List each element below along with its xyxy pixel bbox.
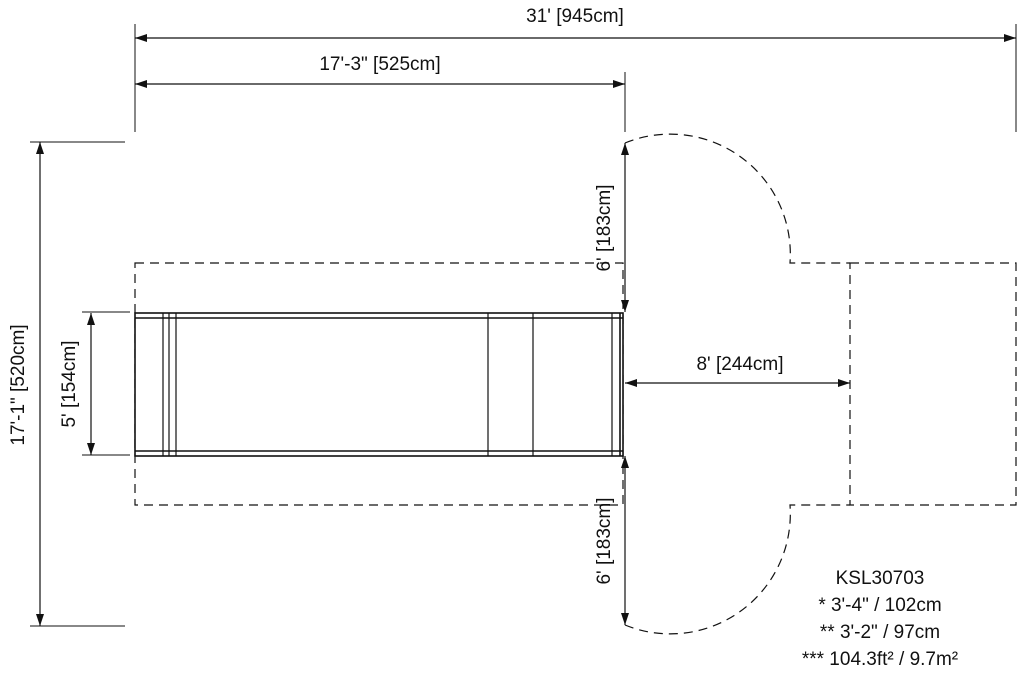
note-3: *** 104.3ft² / 9.7m² (802, 649, 958, 670)
extension-lines (30, 24, 1017, 627)
dimension-aisle-width: 8' [244cm] (625, 354, 850, 387)
machine-width-label: 5' [154cm] (59, 340, 80, 427)
dimension-machine-length: 17'-3" [525cm] (135, 54, 625, 88)
aisle-width-label: 8' [244cm] (696, 354, 783, 375)
overall-width-label: 31' [945cm] (526, 6, 624, 27)
door-swing-bottom (624, 504, 850, 635)
notes-block: KSL30703 * 3'-4" / 102cm ** 3'-2" / 97cm… (802, 568, 958, 670)
door-clearance-top-label: 6' [183cm] (594, 184, 615, 271)
clearance-zone-aisle (849, 262, 1017, 506)
dimension-door-clearance-bottom: 6' [183cm] (594, 456, 629, 625)
machine-length-label: 17'-3" [525cm] (319, 54, 440, 75)
dimension-machine-width: 5' [154cm] (59, 313, 95, 455)
dimension-overall-width: 31' [945cm] (135, 6, 1016, 42)
model-number: KSL30703 (836, 568, 925, 589)
dimension-overall-depth: 17'-1" [520cm] (8, 142, 44, 626)
note-1: * 3'-4" / 102cm (818, 595, 941, 616)
machine-body (134, 312, 624, 457)
dimension-door-clearance-top: 6' [183cm] (594, 143, 629, 312)
overall-depth-label: 17'-1" [520cm] (8, 324, 29, 445)
door-clearance-bottom-label: 6' [183cm] (594, 497, 615, 584)
door-swing-top (624, 133, 850, 264)
note-2: ** 3'-2" / 97cm (820, 622, 940, 643)
